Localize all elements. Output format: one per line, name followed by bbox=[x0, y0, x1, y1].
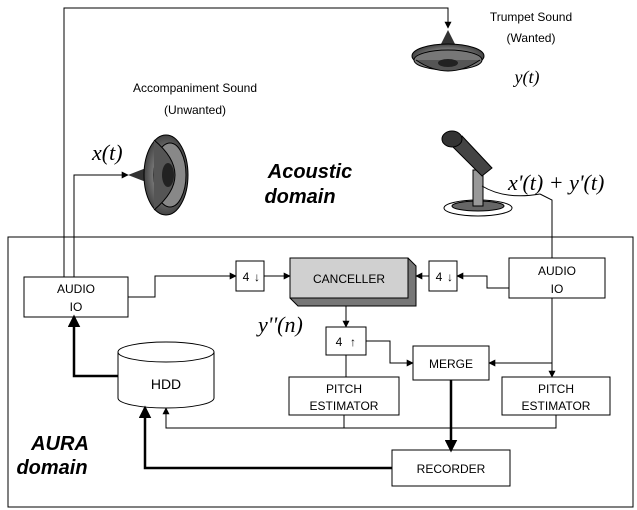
accompaniment-unwanted-label: (Unwanted) bbox=[164, 103, 226, 117]
down-arrow-icon: ↓ bbox=[447, 270, 453, 284]
down-arrow-icon: ↓ bbox=[254, 270, 260, 284]
aura-domain-line1: AURA bbox=[30, 433, 89, 455]
pitch-right-feedback bbox=[344, 415, 557, 429]
pitch-estimator-left: PITCH ESTIMATOR bbox=[288, 376, 400, 416]
canceller-block: CANCELLER bbox=[289, 257, 417, 307]
wire-from-mic bbox=[539, 193, 553, 258]
pitch-estimator-right: PITCH ESTIMATOR bbox=[501, 376, 611, 416]
aura-domain-frame bbox=[7, 236, 634, 508]
up-to-merge bbox=[366, 340, 414, 367]
trumpet-sound-label: Trumpet Sound bbox=[490, 10, 572, 24]
audio-io-right: AUDIO IO bbox=[508, 257, 606, 299]
x-t-label: x(t) bbox=[91, 140, 123, 165]
audio-io-right-line1: AUDIO bbox=[538, 264, 576, 278]
wire-to-accompaniment bbox=[73, 171, 129, 277]
wire-to-trumpet bbox=[63, 7, 452, 277]
io-left-to-down bbox=[128, 272, 237, 298]
pitch-left-line2: ESTIMATOR bbox=[310, 399, 379, 413]
aura-domain-line2: domain bbox=[16, 457, 87, 479]
accompaniment-sound-label: Accompaniment Sound bbox=[133, 81, 257, 95]
pitch-left-feedback bbox=[162, 407, 345, 429]
audio-io-right-line2: IO bbox=[551, 282, 564, 296]
microphone-icon bbox=[441, 130, 541, 217]
pitch-right-line1: PITCH bbox=[538, 382, 574, 396]
y-n-label: y''(n) bbox=[256, 312, 303, 337]
upsampler: 4 ↑ bbox=[325, 326, 367, 356]
hdd-to-io-left bbox=[67, 314, 118, 378]
canceller-label: CANCELLER bbox=[313, 272, 385, 286]
up-arrow-icon: ↑ bbox=[350, 335, 356, 349]
recorder-to-hdd bbox=[138, 405, 392, 470]
audio-io-left-line1: AUDIO bbox=[57, 282, 95, 296]
hdd-cylinder: HDD bbox=[117, 341, 215, 409]
downsampler-right-factor: 4 bbox=[436, 270, 443, 284]
audio-io-left-line2: IO bbox=[70, 300, 83, 314]
pitch-right-line2: ESTIMATOR bbox=[522, 399, 591, 413]
merge-label: MERGE bbox=[429, 357, 473, 371]
audio-io-left: AUDIO IO bbox=[23, 276, 129, 318]
downsampler-left: 4 ↓ bbox=[235, 260, 265, 292]
acoustic-domain-line1: Acoustic bbox=[267, 161, 352, 183]
trumpet-wanted-label: (Wanted) bbox=[507, 31, 556, 45]
trumpet-speaker-icon bbox=[411, 30, 485, 72]
downsampler-left-factor: 4 bbox=[243, 270, 250, 284]
y-t-label: y(t) bbox=[513, 67, 540, 88]
merge-block: MERGE bbox=[412, 345, 490, 381]
pitch-left-line1: PITCH bbox=[326, 382, 362, 396]
mic-sum-label: x'(t) + y'(t) bbox=[507, 170, 604, 195]
acoustic-domain-line2: domain bbox=[264, 186, 335, 208]
hdd-label: HDD bbox=[151, 376, 181, 392]
downsampler-right: 4 ↓ bbox=[428, 260, 458, 292]
io-right-to-down bbox=[456, 272, 509, 289]
recorder-label: RECORDER bbox=[417, 462, 486, 476]
recorder-block: RECORDER bbox=[391, 449, 511, 487]
upsampler-factor: 4 bbox=[336, 335, 343, 349]
accompaniment-speaker-icon bbox=[128, 134, 189, 216]
